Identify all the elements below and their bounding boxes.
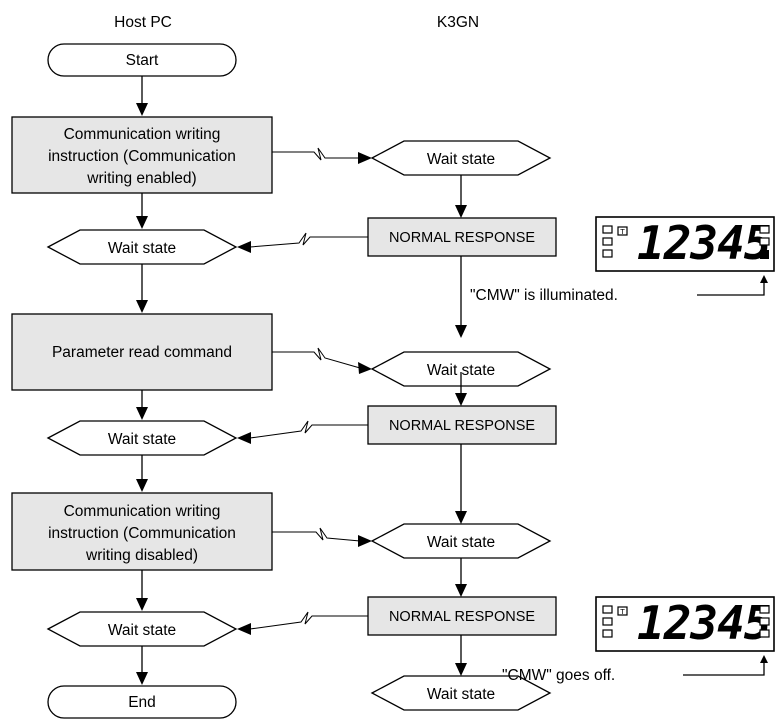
host-wait-state-2: Wait state	[46, 420, 238, 456]
svg-text:writing enabled): writing enabled)	[86, 170, 196, 187]
svg-text:instruction (Communication: instruction (Communication	[48, 148, 236, 165]
cmw-indicator-lit	[760, 250, 769, 259]
svg-text:Communication writing: Communication writing	[64, 503, 221, 520]
svg-text:Wait state: Wait state	[108, 431, 176, 448]
svg-text:NORMAL RESPONSE: NORMAL RESPONSE	[389, 609, 535, 625]
t-indicator: T	[619, 608, 625, 616]
k3gn-flow-arrows	[455, 175, 467, 676]
response-arrow-3	[237, 611, 368, 635]
svg-text:instruction (Communication: instruction (Communication	[48, 525, 236, 542]
svg-text:Wait state: Wait state	[427, 686, 495, 703]
response-arrow-1	[237, 232, 368, 253]
svg-text:Wait state: Wait state	[427, 534, 495, 551]
host-wait-state-3: Wait state	[46, 611, 238, 647]
svg-text:"CMW" goes off.: "CMW" goes off.	[502, 667, 615, 684]
cmw-indicator-off	[759, 629, 770, 638]
host-flow-arrows	[136, 76, 148, 685]
display-digits: 12345	[637, 596, 770, 650]
k3gn-display-cmw-on: T 12345	[595, 216, 775, 272]
k3gn-column-header: K3GN	[437, 14, 479, 31]
host-write-disable-step: Communication writing instruction (Commu…	[11, 492, 273, 571]
svg-text:Parameter read command: Parameter read command	[52, 344, 232, 361]
command-arrow-write-enable	[272, 147, 372, 164]
host-parameter-read-step: Parameter read command	[11, 313, 273, 391]
command-arrow-parameter-read	[272, 347, 372, 374]
svg-text:"CMW" is illuminated.: "CMW" is illuminated.	[470, 287, 618, 304]
svg-text:NORMAL RESPONSE: NORMAL RESPONSE	[389, 418, 535, 434]
svg-text:Wait state: Wait state	[108, 622, 176, 639]
host-start-terminal: Start	[47, 43, 237, 77]
command-arrow-write-disable	[272, 527, 372, 547]
svg-text:writing disabled): writing disabled)	[85, 547, 198, 564]
svg-text:Communication writing: Communication writing	[64, 126, 221, 143]
k3gn-display-cmw-off: T 12345	[595, 596, 775, 652]
display-digits: 12345	[637, 216, 770, 270]
cmw-callout-2: "CMW" goes off.	[502, 655, 768, 684]
svg-text:Start: Start	[126, 52, 159, 69]
k3gn-wait-state-4: Wait state	[370, 675, 552, 711]
host-write-enable-step: Communication writing instruction (Commu…	[11, 116, 273, 194]
k3gn-normal-response-3: NORMAL RESPONSE	[367, 596, 557, 636]
host-end-terminal: End	[47, 685, 237, 719]
t-indicator: T	[619, 228, 625, 236]
svg-text:End: End	[128, 694, 156, 711]
host-pc-column-header: Host PC	[114, 14, 172, 31]
response-arrow-2	[237, 420, 368, 444]
k3gn-wait-state-1: Wait state	[370, 140, 552, 176]
svg-text:Wait state: Wait state	[427, 151, 495, 168]
cmw-callout-1: "CMW" is illuminated.	[470, 275, 768, 304]
k3gn-wait-state-2	[370, 351, 552, 387]
k3gn-wait-state-2-label: Wait state	[427, 362, 495, 379]
svg-text:NORMAL RESPONSE: NORMAL RESPONSE	[389, 230, 535, 246]
k3gn-normal-response-2: NORMAL RESPONSE	[367, 405, 557, 445]
host-wait-state-1: Wait state	[46, 229, 238, 265]
svg-text:Wait state: Wait state	[108, 240, 176, 257]
k3gn-normal-response-1: NORMAL RESPONSE	[367, 217, 557, 257]
k3gn-wait-state-3: Wait state	[370, 523, 552, 559]
